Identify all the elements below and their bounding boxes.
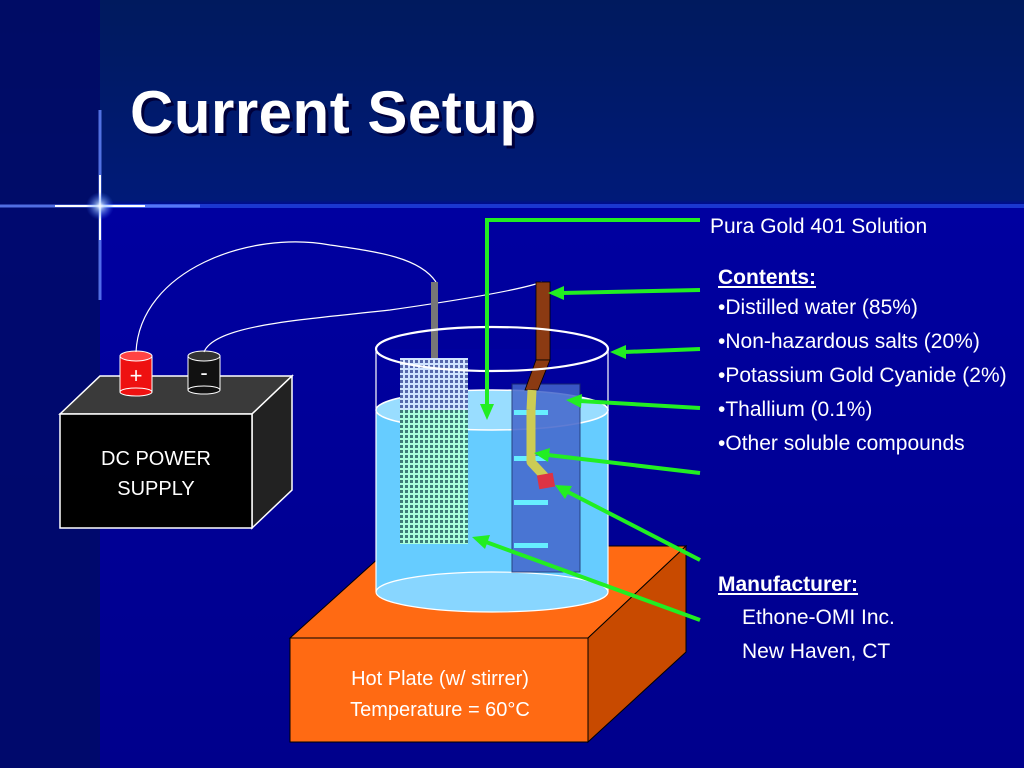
solution-label: Pura Gold 401 Solution <box>710 215 928 238</box>
arrow-sample <box>555 485 701 562</box>
arrow-beaker <box>610 345 701 359</box>
contents-heading: Contents: <box>718 266 816 289</box>
dc-power-supply <box>58 374 294 530</box>
header-divider <box>100 204 1024 208</box>
slide-title: Current Setup <box>130 79 537 146</box>
manufacturer-heading: Manufacturer: <box>718 573 859 596</box>
beaker-outline <box>374 325 610 592</box>
copper-cathode <box>524 281 556 490</box>
manufacturer-info: Manufacturer: Ethone-OMI Inc. New Haven,… <box>718 569 1018 669</box>
manufacturer-name: Ethone-OMI Inc. <box>742 606 895 629</box>
positive-wire <box>135 241 437 353</box>
power-supply-label-line2: SUPPLY <box>117 478 195 500</box>
positive-terminal-label: + <box>130 363 143 388</box>
negative-terminal: - <box>187 350 221 395</box>
list-item: •Distilled water (85%) <box>718 296 918 319</box>
power-supply-label: DC POWER SUPPLY <box>62 444 250 504</box>
list-item: •Thallium (0.1%) <box>718 398 873 421</box>
hot-plate-temperature: Temperature = 60°C <box>350 699 530 721</box>
power-supply-label-line1: DC POWER <box>101 448 211 470</box>
manufacturer-location: New Haven, CT <box>742 640 891 663</box>
sparkle-icon <box>0 110 200 300</box>
list-item: •Potassium Gold Cyanide (2%) <box>718 364 1007 387</box>
arrow-cathode <box>548 286 701 300</box>
negative-terminal-label: - <box>200 360 207 385</box>
arrow-sample-wire <box>534 448 701 475</box>
contents-list: Contents: •Distilled water (85%) •Non-ha… <box>718 262 1018 463</box>
arrow-solution <box>480 218 700 420</box>
mesh-anode <box>400 282 468 544</box>
hot-plate-label: Hot Plate (w/ stirrer) Temperature = 60°… <box>292 664 588 726</box>
arrow-anode <box>472 535 701 622</box>
list-item: •Non-hazardous salts (20%) <box>718 330 980 353</box>
negative-wire <box>203 281 543 353</box>
positive-terminal: + <box>119 350 153 397</box>
beaker-rim <box>374 325 610 373</box>
arrow-holder <box>566 394 701 410</box>
callout-arrows <box>472 218 701 622</box>
list-item: •Other soluble compounds <box>718 432 965 455</box>
hot-plate-label-line1: Hot Plate (w/ stirrer) <box>351 668 529 690</box>
